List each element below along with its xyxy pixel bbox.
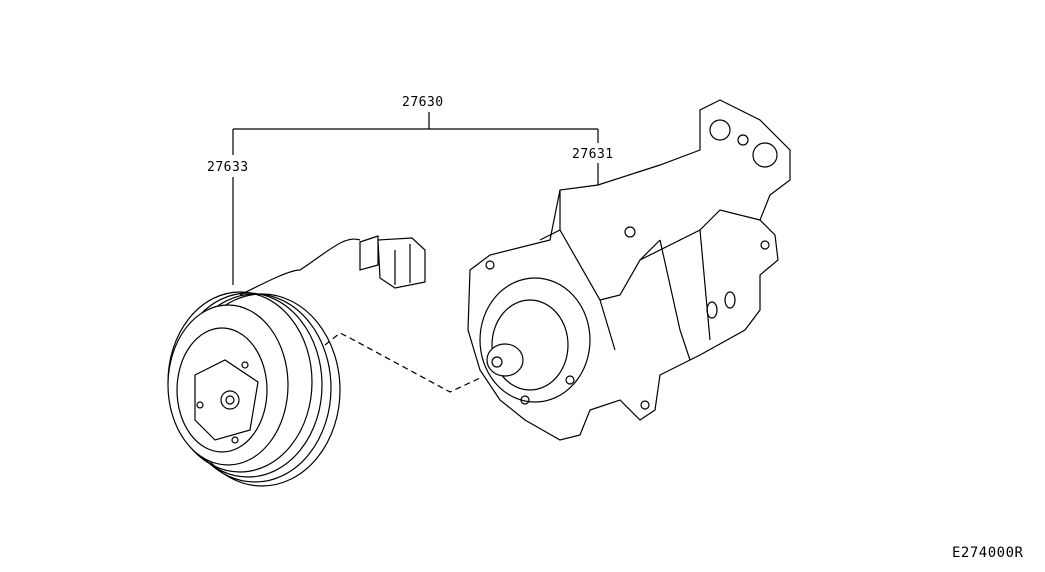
diagram-code: E274000R xyxy=(952,545,1024,561)
callout-lines xyxy=(232,112,599,285)
label-compressor-part-number: 27631 xyxy=(572,147,614,162)
compressor-body xyxy=(467,99,791,441)
label-assembly-part-number: 27630 xyxy=(402,95,444,110)
label-clutch-part-number: 27633 xyxy=(207,160,249,175)
alignment-dashed-line xyxy=(324,332,481,393)
clutch-pulley xyxy=(167,291,341,487)
clutch-wire-connector xyxy=(239,235,426,296)
